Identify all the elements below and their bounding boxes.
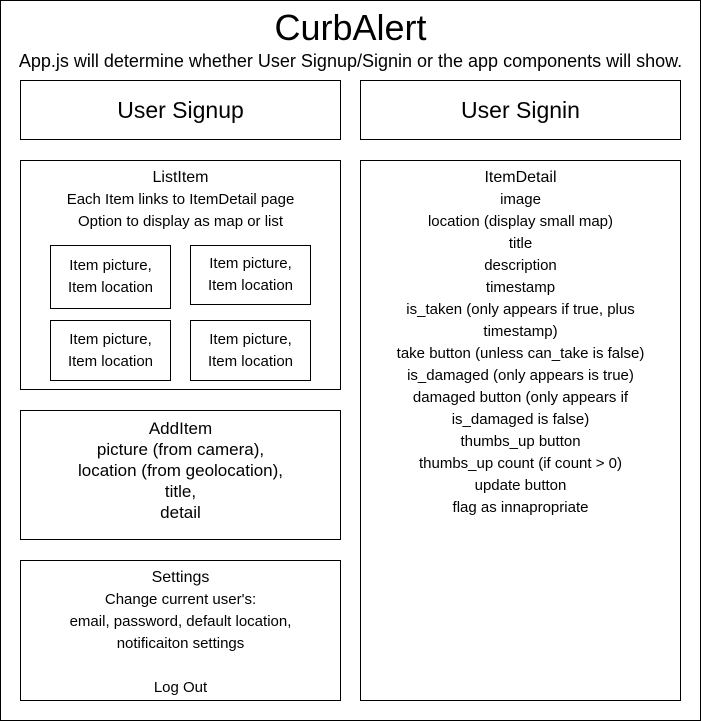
settings-logout: Log Out [153, 679, 208, 696]
diagram-title: CurbAlert [274, 7, 427, 48]
item-tile-3: Item picture, Item location [50, 320, 171, 381]
item-tile-4-line-2: Item location [207, 352, 294, 370]
item-detail-line-2: location (display small map) [427, 213, 614, 230]
add-item-box: AddItem picture (from camera), location … [20, 410, 341, 540]
settings-line-1: Change current user's: [104, 591, 257, 608]
item-detail-box: ItemDetail image location (display small… [360, 160, 681, 701]
settings-line-2: email, password, default location, [69, 613, 292, 630]
list-item-line-1: Each Item links to ItemDetail page [66, 191, 295, 208]
user-signin-label: User Signin [461, 97, 580, 123]
add-item-line-2: location (from geolocation), [77, 461, 284, 480]
item-tile-4: Item picture, Item location [190, 320, 311, 381]
diagram-subtitle: App.js will determine whether User Signu… [18, 51, 683, 71]
list-item-title: ListItem [152, 169, 209, 186]
add-item-title: AddItem [148, 419, 213, 438]
list-item-box: ListItem Each Item links to ItemDetail p… [20, 160, 341, 390]
item-detail-line-3: title [508, 235, 533, 252]
item-detail-line-8: take button (unless can_take is false) [396, 345, 645, 362]
item-detail-line-13: thumbs_up count (if count > 0) [418, 455, 623, 472]
item-detail-line-1: image [500, 191, 541, 208]
item-detail-line-4: description [484, 257, 557, 274]
item-detail-title: ItemDetail [484, 169, 557, 186]
item-detail-line-10: damaged button (only appears if [412, 389, 629, 406]
user-signup-box: User Signup [20, 80, 341, 140]
user-signin-box: User Signin [360, 80, 681, 140]
item-tile-3-line-1: Item picture, [69, 330, 152, 348]
add-item-line-4: detail [160, 503, 201, 522]
add-item-line-1: picture (from camera), [96, 440, 265, 459]
item-tile-1-line-1: Item picture, [69, 257, 152, 274]
item-detail-line-12: thumbs_up button [460, 433, 581, 450]
item-detail-line-14: update button [474, 477, 567, 494]
item-detail-line-6: is_taken (only appears if true, plus [406, 301, 635, 318]
item-tile-1: Item picture, Item location [50, 245, 171, 309]
user-signup-label: User Signup [117, 97, 244, 123]
item-detail-line-15: flag as innapropriate [452, 499, 589, 516]
item-tile-4-line-1: Item picture, [209, 330, 292, 348]
item-detail-line-11: is_damaged is false) [451, 411, 590, 428]
list-item-line-2: Option to display as map or list [77, 213, 284, 230]
item-tile-2-line-1: Item picture, [209, 255, 292, 272]
item-tile-2: Item picture, Item location [190, 245, 311, 305]
item-detail-line-9: is_damaged (only appears is true) [407, 367, 634, 384]
item-tile-1-line-2: Item location [67, 279, 154, 296]
settings-box: Settings Change current user's: email, p… [20, 560, 341, 701]
item-detail-line-7: timestamp) [483, 323, 558, 340]
item-tile-2-line-2: Item location [207, 277, 294, 294]
item-detail-line-5: timestamp [485, 279, 556, 296]
add-item-line-3: title, [164, 482, 197, 501]
settings-title: Settings [151, 569, 210, 586]
item-tile-3-line-2: Item location [67, 352, 154, 370]
settings-line-3: notificaiton settings [116, 635, 245, 652]
